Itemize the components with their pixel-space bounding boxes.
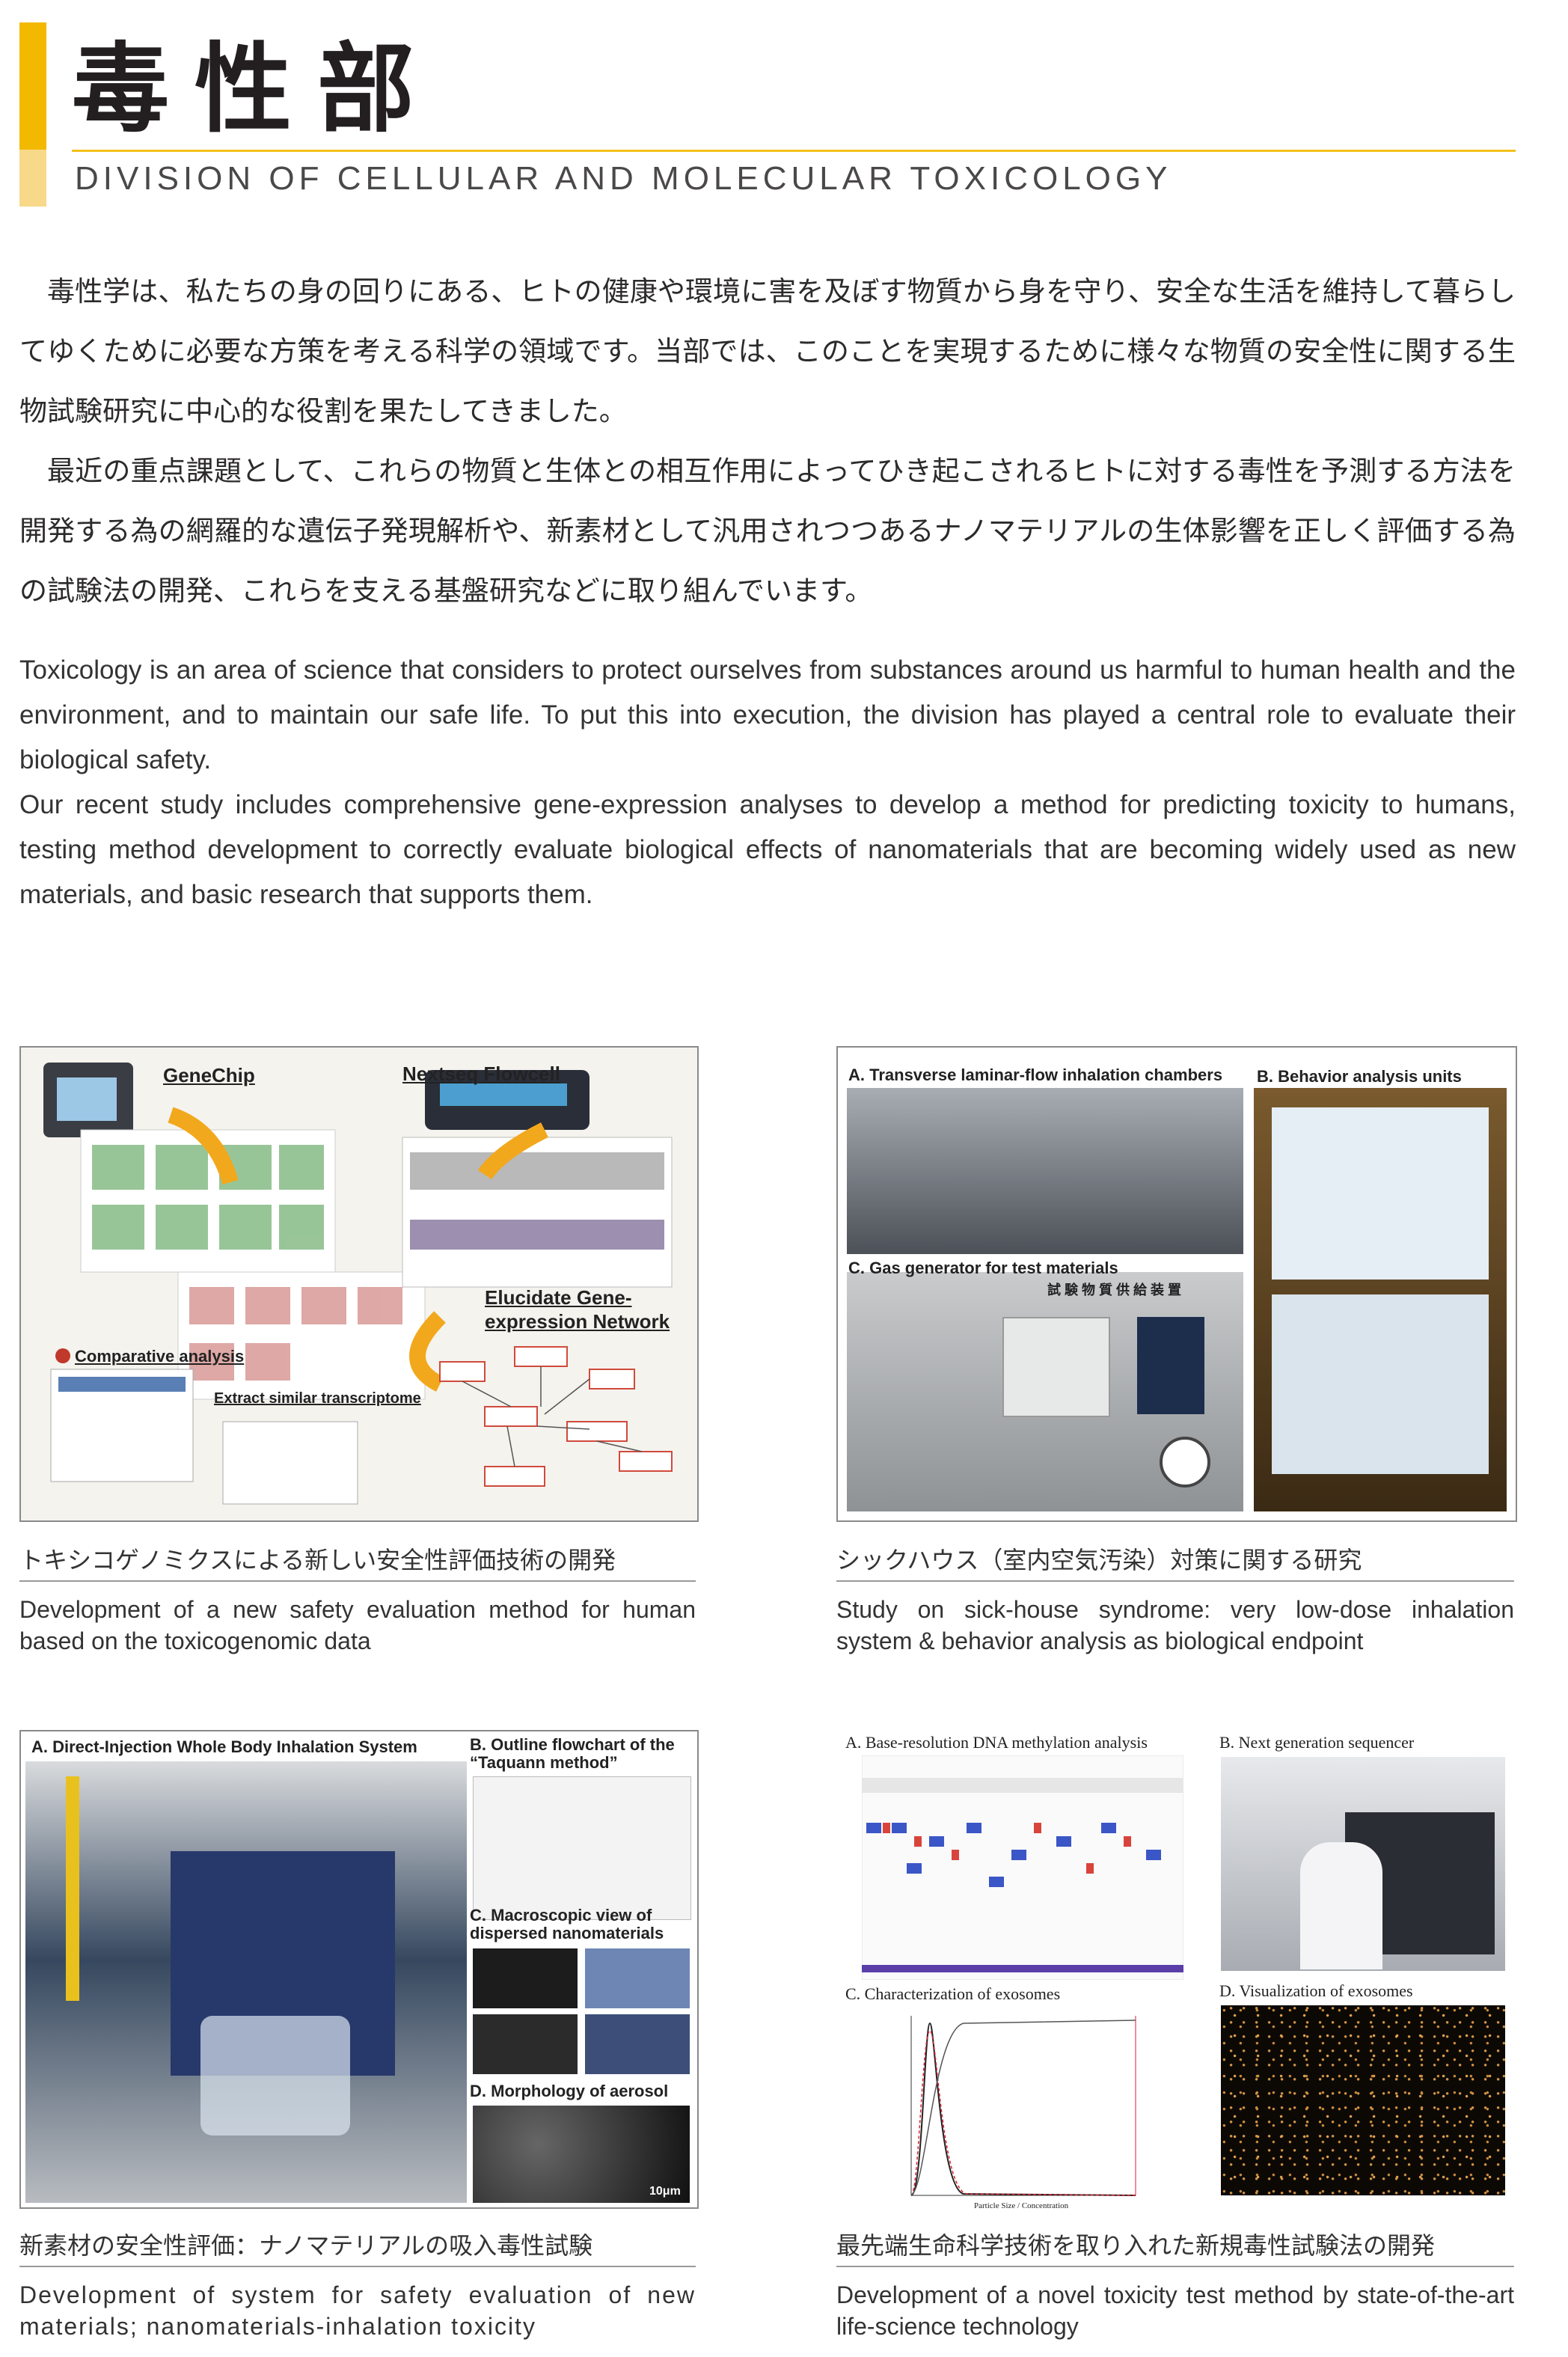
caption-nanomaterials-en: Development of system for safety evaluat… [19, 2281, 696, 2340]
aerosol-micrograph [473, 2106, 690, 2203]
label-aerosol-morphology: D. Morphology of aerosol [470, 2082, 669, 2100]
label-genechip: GeneChip [163, 1064, 255, 1086]
label-exosome-characterization: C. Characterization of exosomes [845, 1984, 1061, 2003]
intro-english: Toxicology is an area of science that co… [19, 648, 1516, 917]
accent-bar-light [19, 150, 46, 207]
caption-rule [19, 1580, 696, 1582]
intro-en-paragraph-2: Our recent study includes comprehensive … [19, 790, 1516, 909]
intro-ja-paragraph-1: 毒性学は、私たちの身の回りにある、ヒトの健康や環境に害を及ぼす物質から身を守り、… [19, 275, 1516, 427]
figure-sick-house: A. Transverse laminar-flow inhalation ch… [836, 1046, 1517, 1522]
figure-life-science: A. Base-resolution DNA methylation analy… [836, 1730, 1514, 2210]
behavior-unit-window-2 [1272, 1294, 1489, 1474]
behavior-unit-window-1 [1272, 1107, 1489, 1280]
photo-inhalation-chambers [847, 1088, 1243, 1254]
yellow-hose [66, 1776, 79, 2001]
intro-en-paragraph-1: Toxicology is an area of science that co… [19, 655, 1516, 774]
caption-life-science-ja: 最先端生命科学技術を取り入れた新規毒性試験法の開発 [836, 2231, 1436, 2260]
flowchart-panel [473, 1776, 691, 1920]
nanomaterial-tile [473, 1948, 578, 2008]
caption-life-science-en: Development of a novel toxicity test met… [836, 2281, 1514, 2340]
label-dna-methylation: A. Base-resolution DNA methylation analy… [845, 1733, 1148, 1752]
label-gene-network: Elucidate Gene-expression Network [485, 1286, 670, 1333]
exosome-size-plot [910, 2016, 1136, 2196]
toxicogenomics-diagram [43, 1063, 673, 1505]
caption-rule [836, 1580, 1514, 1582]
label-gas-generator-ja: 試 験 物 質 供 給 装 置 [1047, 1283, 1182, 1297]
caption-rule [19, 2266, 696, 2267]
plot-x-axis-label: Particle Size / Concentration [974, 2201, 1069, 2210]
nanomaterial-tile [585, 1948, 690, 2008]
caption-sick-house-ja: シックハウス（室内空気汚染）対策に関する研究 [836, 1546, 1362, 1574]
researcher-coat [1300, 1842, 1382, 1969]
label-inhalation-system: A. Direct-Injection Whole Body Inhalatio… [31, 1737, 417, 1756]
title-rule [72, 150, 1516, 152]
caption-toxicogenomics-ja: トキシコゲノミクスによる新しい安全性評価技術の開発 [19, 1546, 616, 1574]
caption-nanomaterials-ja: 新素材の安全性評価：ナノマテリアルの吸入毒性試験 [19, 2231, 593, 2260]
division-name: DIVISION OF CELLULAR AND MOLECULAR TOXIC… [75, 160, 1172, 197]
label-behavior-units: B. Behavior analysis units [1257, 1067, 1462, 1086]
label-macroscopic-view: C. Macroscopic view of dispersed nanomat… [470, 1906, 664, 1942]
inhalation-system-tank [200, 2016, 350, 2136]
intro-ja-paragraph-2: 最近の重点課題として、これらの物質と生体との相互作用によってひき起こされるヒトに… [19, 455, 1516, 607]
figure-toxicogenomics: GeneChip Nextseq Flowcell Elucidate Gene… [19, 1046, 699, 1522]
label-exosome-visualization: D. Visualization of exosomes [1219, 1981, 1413, 2000]
photo-exosomes [1221, 2005, 1505, 2195]
accent-bar [19, 22, 46, 150]
caption-toxicogenomics-en: Development of a new safety evaluation m… [19, 1596, 696, 1654]
label-gas-generator: C. Gas generator for test materials [848, 1259, 1118, 1277]
caption-sick-house-en: Study on sick-house syndrome: very low-d… [836, 1596, 1514, 1654]
label-taquann-flowchart: B. Outline flowchart of the “Taquann met… [470, 1735, 675, 1772]
gas-generator-panel [1002, 1317, 1110, 1417]
methylation-track [862, 1755, 1183, 1980]
label-sequencer: B. Next generation sequencer [1219, 1733, 1415, 1752]
gas-generator-display [1137, 1317, 1204, 1414]
label-nextseq-flowcell: Nextseq Flowcell [402, 1063, 560, 1085]
intro-japanese: 毒性学は、私たちの身の回りにある、ヒトの健康や環境に害を及ぼす物質から身を守り、… [19, 262, 1516, 621]
label-comparative-analysis: Comparative analysis [75, 1347, 245, 1366]
nanomaterial-tile [585, 2014, 690, 2074]
page-title: 毒性部 [72, 32, 441, 146]
gauge-icon [1160, 1437, 1210, 1488]
label-extract-similar: Extract similar transcriptome [214, 1390, 421, 1407]
label-inhalation-chambers: A. Transverse laminar-flow inhalation ch… [848, 1066, 1223, 1084]
nanomaterial-tile [473, 2014, 578, 2074]
figure-nanomaterials: A. Direct-Injection Whole Body Inhalatio… [19, 1730, 699, 2209]
scale-bar-label: 10μm [649, 2185, 681, 2198]
caption-rule [836, 2266, 1514, 2267]
